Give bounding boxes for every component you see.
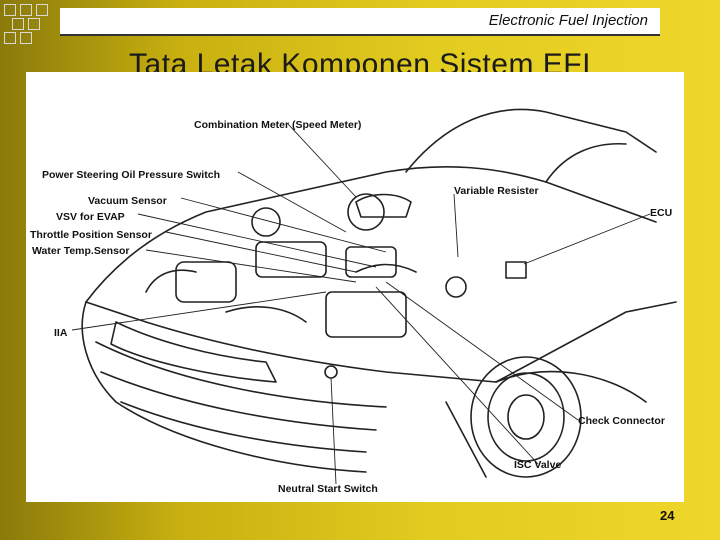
label-isc-valve: ISC Valve: [514, 459, 561, 471]
leader-vacuum-sensor: [180, 197, 387, 253]
leader-water-temp: [145, 249, 357, 283]
header-title: Electronic Fuel Injection: [488, 12, 648, 29]
leader-throttle-sensor: [165, 231, 357, 273]
label-ps-switch: Power Steering Oil Pressure Switch: [42, 169, 220, 181]
label-variable-resister: Variable Resister: [454, 185, 539, 197]
leader-vsv-evap: [137, 213, 377, 268]
label-ecu: ECU: [650, 207, 672, 219]
slide-header: Electronic Fuel Injection: [60, 8, 660, 36]
deco-square: [4, 32, 16, 44]
leader-ecu: [523, 213, 651, 265]
decorative-squares: [0, 0, 60, 50]
leader-iia: [71, 291, 327, 331]
deco-square: [20, 4, 32, 16]
diagram-panel: Combination Meter (Speed Meter) Power St…: [26, 72, 684, 502]
leader-variable-resister: [453, 193, 459, 258]
diagram-labels: Combination Meter (Speed Meter) Power St…: [30, 119, 672, 495]
label-water-temp: Water Temp.Sensor: [32, 245, 129, 257]
efi-diagram: Combination Meter (Speed Meter) Power St…: [30, 108, 677, 495]
deco-square: [4, 4, 16, 16]
leader-ps-switch: [237, 171, 347, 233]
label-iia: IIA: [54, 327, 68, 339]
deco-square: [12, 18, 24, 30]
leader-combination-meter: [287, 123, 357, 198]
label-vsv-evap: VSV for EVAP: [56, 211, 125, 223]
deco-square: [20, 32, 32, 44]
label-neutral-start: Neutral Start Switch: [278, 483, 378, 495]
car-outline: [81, 108, 677, 478]
label-vacuum-sensor: Vacuum Sensor: [88, 195, 167, 207]
leader-isc-valve: [375, 286, 539, 465]
deco-square: [36, 4, 48, 16]
deco-square: [28, 18, 40, 30]
leader-lines: [71, 123, 651, 485]
page-number: 24: [660, 508, 675, 523]
label-throttle-sensor: Throttle Position Sensor: [30, 229, 152, 241]
label-combination-meter: Combination Meter (Speed Meter): [194, 119, 361, 131]
label-check-connector: Check Connector: [578, 415, 665, 427]
leader-neutral-start: [330, 377, 337, 485]
leader-check-connector: [385, 281, 579, 421]
